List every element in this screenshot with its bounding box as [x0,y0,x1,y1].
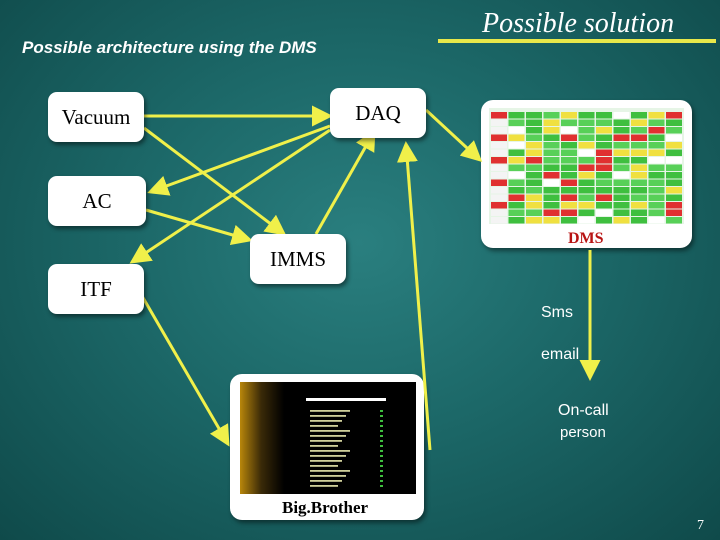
arrow-daq-itf [129,128,331,264]
vacuum-label: Vacuum [61,104,131,129]
itf-label: ITF [80,276,112,301]
arrow-bigbrother-daq [396,141,432,451]
daq-box: DAQ [330,88,426,138]
dms-screenshot [489,108,684,224]
ac-label: AC [82,188,112,213]
email-text: email [541,346,580,363]
vacuum-box: Vacuum [48,92,144,142]
dms-panel [481,100,692,248]
page-number: 7 [697,518,704,533]
bigbrother-label: Big.Brother [282,498,369,517]
arrow-daq-ac [147,124,331,196]
slide-title: Possible solution [482,8,675,39]
daq-label: DAQ [355,100,401,125]
sms-text: Sms [541,304,573,321]
arrow-daq-dms [424,108,483,163]
imms-label: IMMS [269,246,327,271]
dms-label: DMS [568,230,604,247]
title-underline [438,39,716,43]
bigbrother-panel [230,374,424,520]
bigbrother-screenshot [240,382,416,494]
arrow-imms-daq [314,129,376,235]
arrow-itf-bigbrother [140,295,230,447]
arrow-vacuum-imms [143,126,287,236]
imms-box: IMMS [250,234,346,284]
ac-box: AC [48,176,146,226]
slide-subtitle: Possible architecture using the DMS [22,38,317,57]
itf-box: ITF [48,264,144,314]
oncall-person-text: person [560,424,606,441]
oncall-text: On-call [558,402,609,419]
arrow-ac-imms [145,208,253,246]
